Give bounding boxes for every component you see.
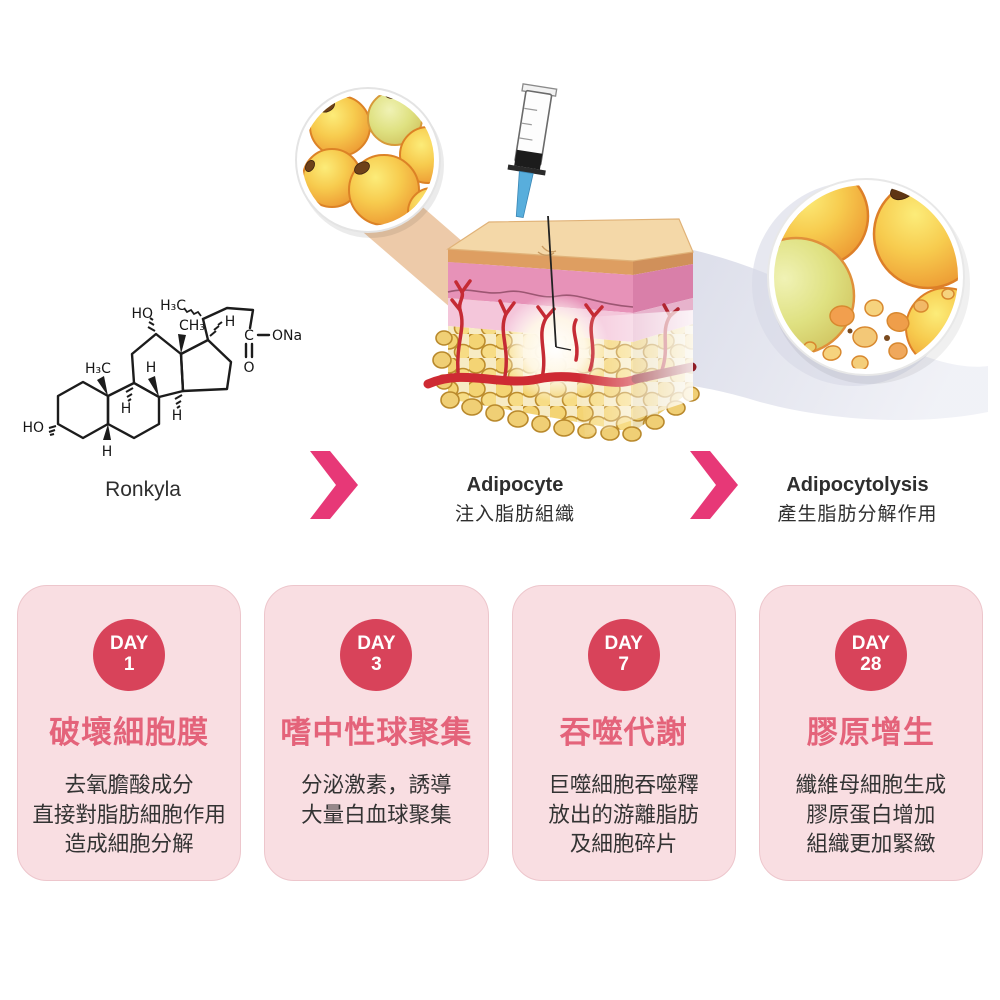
day-badge: DAY 3 xyxy=(340,619,413,691)
wavy-bond xyxy=(183,307,202,317)
atom-labels: H₃C HO CH₃ H C O ONa H₃C H H H H HO xyxy=(22,298,302,460)
needle-hub xyxy=(515,170,534,218)
body-line: 分泌激素，誘導 xyxy=(301,773,452,797)
injection-illustration xyxy=(295,83,988,442)
c5-h-label: H xyxy=(102,444,113,460)
card-title: 膠原增生 xyxy=(806,715,935,750)
day-label: DAY xyxy=(109,633,149,655)
day-number: 1 xyxy=(123,654,135,675)
plunger-seal xyxy=(514,149,543,170)
barrel-flange xyxy=(507,164,546,176)
c14-h-label: H xyxy=(172,408,183,424)
c3-hydroxyl-label: HO xyxy=(22,420,44,436)
card-title: 破壞細胞膜 xyxy=(49,715,210,750)
chevron-shape xyxy=(310,451,358,519)
card-body: 分泌激素，誘導 大量白血球聚集 xyxy=(265,771,487,830)
day-label: DAY xyxy=(604,633,643,655)
day-number: 7 xyxy=(618,654,629,675)
c17-h-label: H xyxy=(225,314,236,330)
day-number: 3 xyxy=(371,654,382,675)
c12-hydroxyl-label: HO xyxy=(131,306,153,322)
body-line: 去氧膽酸成分 xyxy=(64,773,194,797)
body-line: 直接對脂肪細胞作用 xyxy=(32,802,226,827)
hash-bonds xyxy=(48,317,223,436)
fat-cells-circle xyxy=(295,87,444,238)
day-label: DAY xyxy=(851,633,891,655)
adipocytolysis-circle xyxy=(767,178,970,384)
body-line: 造成細胞分解 xyxy=(64,832,194,857)
chevron-shape xyxy=(690,451,738,519)
arrow-chevron-2 xyxy=(690,451,738,519)
body-line: 及細胞碎片 xyxy=(569,832,678,857)
card-title: 吞噬代謝 xyxy=(559,715,688,750)
c21-methyl-label: H₃C xyxy=(160,298,186,314)
dermis-layer xyxy=(448,262,633,313)
fade-overlay xyxy=(575,310,693,436)
skin-top-face xyxy=(446,218,694,262)
body-line: 大量白血球聚集 xyxy=(301,802,452,827)
day-badge: DAY 1 xyxy=(93,619,166,691)
c9-h-label: H xyxy=(121,401,132,417)
body-line: 巨噬細胞吞噬釋 xyxy=(548,773,699,797)
deoxycholic-acid-structure: H₃C HO CH₃ H C O ONa H₃C H H H H HO xyxy=(22,298,302,460)
adipocyte-title: Adipocyte xyxy=(466,474,564,496)
adipocytolysis-title: Adipocytolysis xyxy=(786,474,929,496)
c8-h-label: H xyxy=(146,360,157,376)
card-title: 嗜中性球聚集 xyxy=(280,715,473,750)
body-line: 膠原蛋白增加 xyxy=(806,802,936,827)
epidermis-layer xyxy=(448,249,633,275)
carboxyl-c-label: C xyxy=(244,328,254,344)
wedge-bonds xyxy=(97,334,186,440)
adipocytolysis-subtitle: 產生脂肪分解作用 xyxy=(777,504,938,525)
arrow-chevron-1 xyxy=(310,451,358,519)
c19-methyl-label: H₃C xyxy=(85,361,111,377)
step-adipocyte-label: Adipocyte 注入脂肪組織 xyxy=(415,474,615,526)
day-number: 28 xyxy=(860,654,882,675)
syringe-icon xyxy=(507,83,572,351)
needle xyxy=(547,215,557,348)
skin-cross-section xyxy=(423,218,700,442)
card-day-1: DAY 1 破壞細胞膜 去氧膽酸成分 直接對脂肪細胞作用 造成細胞分解 xyxy=(17,585,242,881)
body-line: 放出的游離脂肪 xyxy=(548,802,699,827)
step-adipocytolysis-label: Adipocytolysis 產生脂肪分解作用 xyxy=(750,474,965,526)
day-badge: DAY 7 xyxy=(587,619,660,691)
body-line: 組織更加緊緻 xyxy=(806,832,936,857)
day-label: DAY xyxy=(357,633,396,655)
adipocyte-subtitle: 注入脂肪組織 xyxy=(454,504,575,525)
carboxyl-ona-label: ONa xyxy=(272,328,302,344)
needle-tip xyxy=(555,346,572,351)
molecule-name-label: Ronkyla xyxy=(105,478,181,501)
card-day-7: DAY 7 吞噬代謝 巨噬細胞吞噬釋 放出的游離脂肪 及細胞碎片 xyxy=(511,585,736,881)
timeline-cards: DAY 1 破壞細胞膜 去氧膽酸成分 直接對脂肪細胞作用 造成細胞分解 DAY … xyxy=(17,585,983,881)
needle-entry-crease xyxy=(537,245,557,256)
carboxyl-o-label: O xyxy=(243,360,254,376)
card-body: 纖維母細胞生成 膠原蛋白增加 組織更加緊緻 xyxy=(760,771,982,860)
body-line: 纖維母細胞生成 xyxy=(795,773,947,797)
c13-methyl-label: CH₃ xyxy=(179,318,205,334)
day-badge: DAY 28 xyxy=(834,619,907,691)
card-body: 去氧膽酸成分 直接對脂肪細胞作用 造成細胞分解 xyxy=(18,771,240,860)
card-day-3: DAY 3 嗜中性球聚集 分泌激素，誘導 大量白血球聚集 xyxy=(264,585,489,881)
card-body: 巨噬細胞吞噬釋 放出的游離脂肪 及細胞碎片 xyxy=(513,771,735,860)
card-day-28: DAY 28 膠原增生 纖維母細胞生成 膠原蛋白增加 組織更加緊緻 xyxy=(758,585,983,881)
